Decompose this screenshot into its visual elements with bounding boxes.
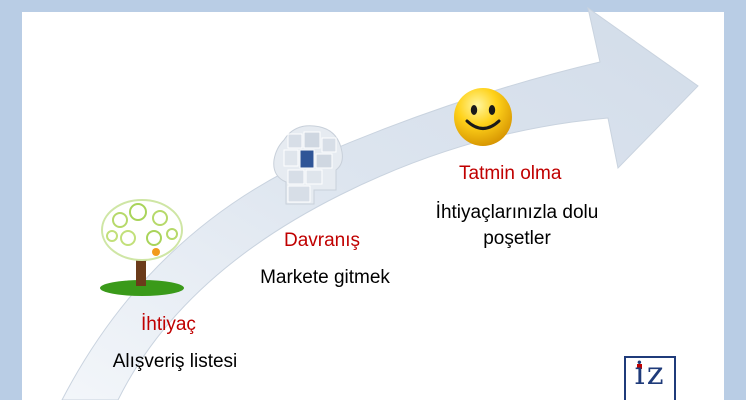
puzzle-head-icon bbox=[273, 125, 343, 205]
stage-title-ihtiyac: İhtiyaç bbox=[141, 314, 196, 335]
smiley-icon bbox=[454, 88, 512, 146]
frame-right-border bbox=[724, 0, 746, 400]
tree-icon bbox=[100, 199, 184, 296]
stage-description-line-1: İhtiyaçlarınızla dolu bbox=[435, 202, 599, 223]
stage-title-tatmin-olma: Tatmin olma bbox=[459, 163, 562, 184]
stage-description-ihtiyaclarinizla-dolu-posetler: İhtiyaçlarınızla dolu poşetler bbox=[410, 200, 624, 252]
logo-text: iz bbox=[634, 356, 666, 392]
iz-logo: iz bbox=[624, 356, 676, 400]
frame-top-border bbox=[0, 0, 746, 12]
stage-description-line-2: poşetler bbox=[483, 228, 551, 249]
frame-left-border bbox=[0, 0, 22, 400]
stage-description-markete-gitmek: Markete gitmek bbox=[260, 267, 390, 288]
stage-description-alisveris-listesi: Alışveriş listesi bbox=[112, 351, 238, 372]
stage-title-davranis: Davranış bbox=[284, 230, 361, 251]
logo-dot-icon bbox=[637, 364, 642, 369]
